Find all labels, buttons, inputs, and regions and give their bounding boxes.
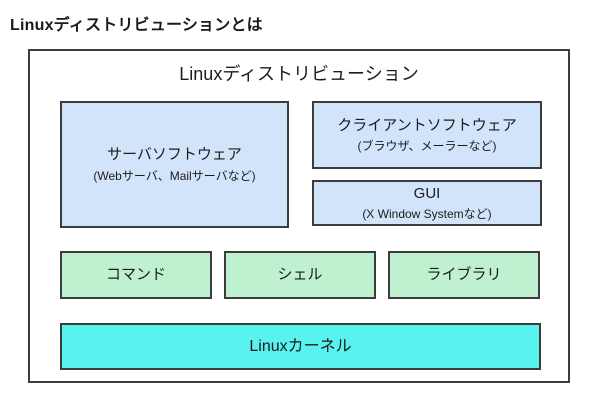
shell-box: シェル [224, 251, 376, 299]
server-software-label: サーバソフトウェア [107, 146, 242, 164]
library-box: ライブラリ [388, 251, 540, 299]
linux-kernel-label: Linuxカーネル [249, 337, 352, 355]
gui-examples: (X Window Systemなど) [362, 207, 492, 222]
command-label: コマンド [105, 265, 166, 283]
gui-label: GUI [413, 184, 441, 202]
client-software-examples: (ブラウザ、メーラーなど) [357, 139, 497, 154]
distribution-title: Linuxディストリビューション [179, 64, 419, 84]
linux-kernel-box: Linuxカーネル [60, 323, 541, 370]
server-software-examples: (Webサーバ、Mailサーバなど) [93, 168, 256, 183]
client-software-box: クライアントソフトウェア (ブラウザ、メーラーなど) [312, 101, 542, 169]
gui-box: GUI (X Window Systemなど) [312, 180, 542, 226]
page-title: Linuxディストリビューションとは [10, 17, 263, 34]
server-software-box: サーバソフトウェア (Webサーバ、Mailサーバなど) [60, 101, 289, 228]
shell-label: シェル [277, 265, 323, 283]
client-software-label: クライアントソフトウェア [337, 116, 517, 134]
library-label: ライブラリ [426, 265, 502, 283]
command-box: コマンド [60, 251, 212, 299]
